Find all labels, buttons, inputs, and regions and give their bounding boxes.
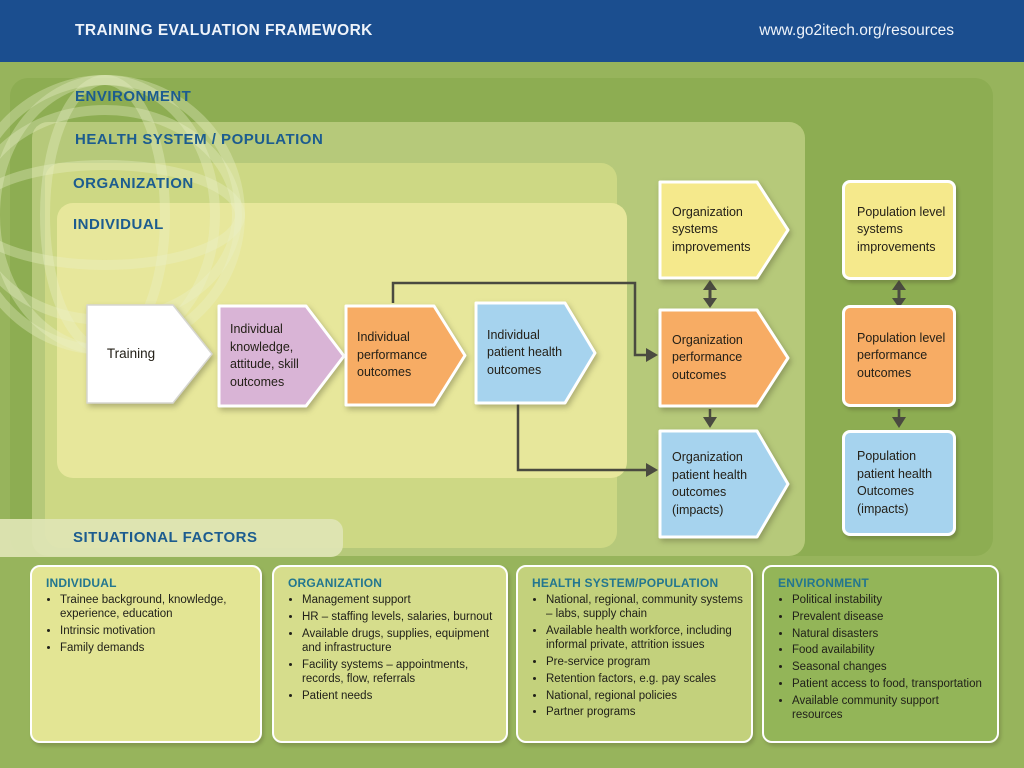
list-item: Pre-service program [546,655,743,669]
org-systems-improvements-arrow: Organization systems improvements [658,180,792,280]
pop-patient-health-outcomes-box: Population patient health Outcomes (impa… [842,430,956,536]
list-item: Available health workforce, including in… [546,624,743,653]
org-patient-health-outcomes-arrow: Organization patient health outcomes (im… [658,429,792,539]
organization-label: ORGANIZATION [73,175,194,192]
list-item: Intrinsic motivation [60,624,252,638]
individual-label: INDIVIDUAL [73,216,164,233]
org-performance-outcomes-label: Organization performance outcomes [672,332,743,382]
environment-label: ENVIRONMENT [75,88,192,105]
list-item: Available community support resources [792,694,989,723]
list-item: Political instability [792,593,989,607]
training-arrow-label: Training [106,345,156,361]
factor-box-environment-list: Political instability Prevalent disease … [776,593,989,722]
resource-url: www.go2itech.org/resources [759,22,954,39]
list-item: Prevalent disease [792,610,989,624]
factor-box-health-system-list: National, regional, community systems – … [530,593,743,720]
list-item: Patient needs [302,689,498,703]
list-item: National, regional, community systems – … [546,593,743,622]
factor-box-organization: ORGANIZATION Management support HR – sta… [272,565,508,743]
factor-box-individual-list: Trainee background, knowledge, experienc… [44,593,252,655]
org-patient-health-outcomes-label: Organization patient health outcomes (im… [672,450,748,517]
list-item: Facility systems – appointments, records… [302,658,498,687]
pop-performance-outcomes-label: Population level performance outcomes [857,330,946,380]
pop-systems-improvements-box: Population level systems improvements [842,180,956,280]
performance-outcomes-arrow: Individual performance outcomes [344,304,468,407]
patient-health-outcomes-label: Individual patient health outcomes [487,327,563,377]
list-item: Management support [302,593,498,607]
situational-factors-band [0,519,343,557]
knowledge-outcomes-label: Individual knowledge, attitude, skill ou… [230,322,299,389]
list-item: Food availability [792,643,989,657]
knowledge-outcomes-arrow: Individual knowledge, attitude, skill ou… [217,304,347,408]
list-item: Partner programs [546,705,743,719]
training-arrow: Training [85,303,215,405]
health-system-label: HEALTH SYSTEM / POPULATION [75,131,324,148]
org-performance-outcomes-arrow: Organization performance outcomes [658,308,792,408]
list-item: Trainee background, knowledge, experienc… [60,593,252,622]
pop-patient-health-outcomes-label: Population patient health Outcomes (impa… [857,449,933,516]
header-bar: TRAINING EVALUATION FRAMEWORK www.go2ite… [0,0,1024,62]
factor-box-environment-title: ENVIRONMENT [778,576,869,590]
org-systems-improvements-label: Organization systems improvements [672,204,751,254]
situational-factors-label: SITUATIONAL FACTORS [73,529,258,546]
factor-box-organization-title: ORGANIZATION [288,576,383,590]
pop-performance-outcomes-box: Population level performance outcomes [842,305,956,407]
list-item: Retention factors, e.g. pay scales [546,672,743,686]
patient-health-outcomes-arrow: Individual patient health outcomes [474,301,598,405]
factor-box-individual-title: INDIVIDUAL [46,576,117,590]
list-item: Natural disasters [792,627,989,641]
list-item: National, regional policies [546,689,743,703]
pop-systems-improvements-label: Population level systems improvements [857,204,946,254]
factor-box-organization-list: Management support HR – staffing levels,… [286,593,498,703]
list-item: Patient access to food, transportation [792,677,989,691]
list-item: Available drugs, supplies, equipment and… [302,627,498,656]
factor-box-health-system: HEALTH SYSTEM/POPULATION National, regio… [516,565,753,743]
performance-outcomes-label: Individual performance outcomes [357,330,428,380]
factor-box-individual: INDIVIDUAL Trainee background, knowledge… [30,565,262,743]
factor-box-environment: ENVIRONMENT Political instability Preval… [762,565,999,743]
list-item: Family demands [60,641,252,655]
list-item: HR – staffing levels, salaries, burnout [302,610,498,624]
page-title: TRAINING EVALUATION FRAMEWORK [75,22,373,39]
list-item: Seasonal changes [792,660,989,674]
factor-box-health-system-title: HEALTH SYSTEM/POPULATION [532,576,719,590]
